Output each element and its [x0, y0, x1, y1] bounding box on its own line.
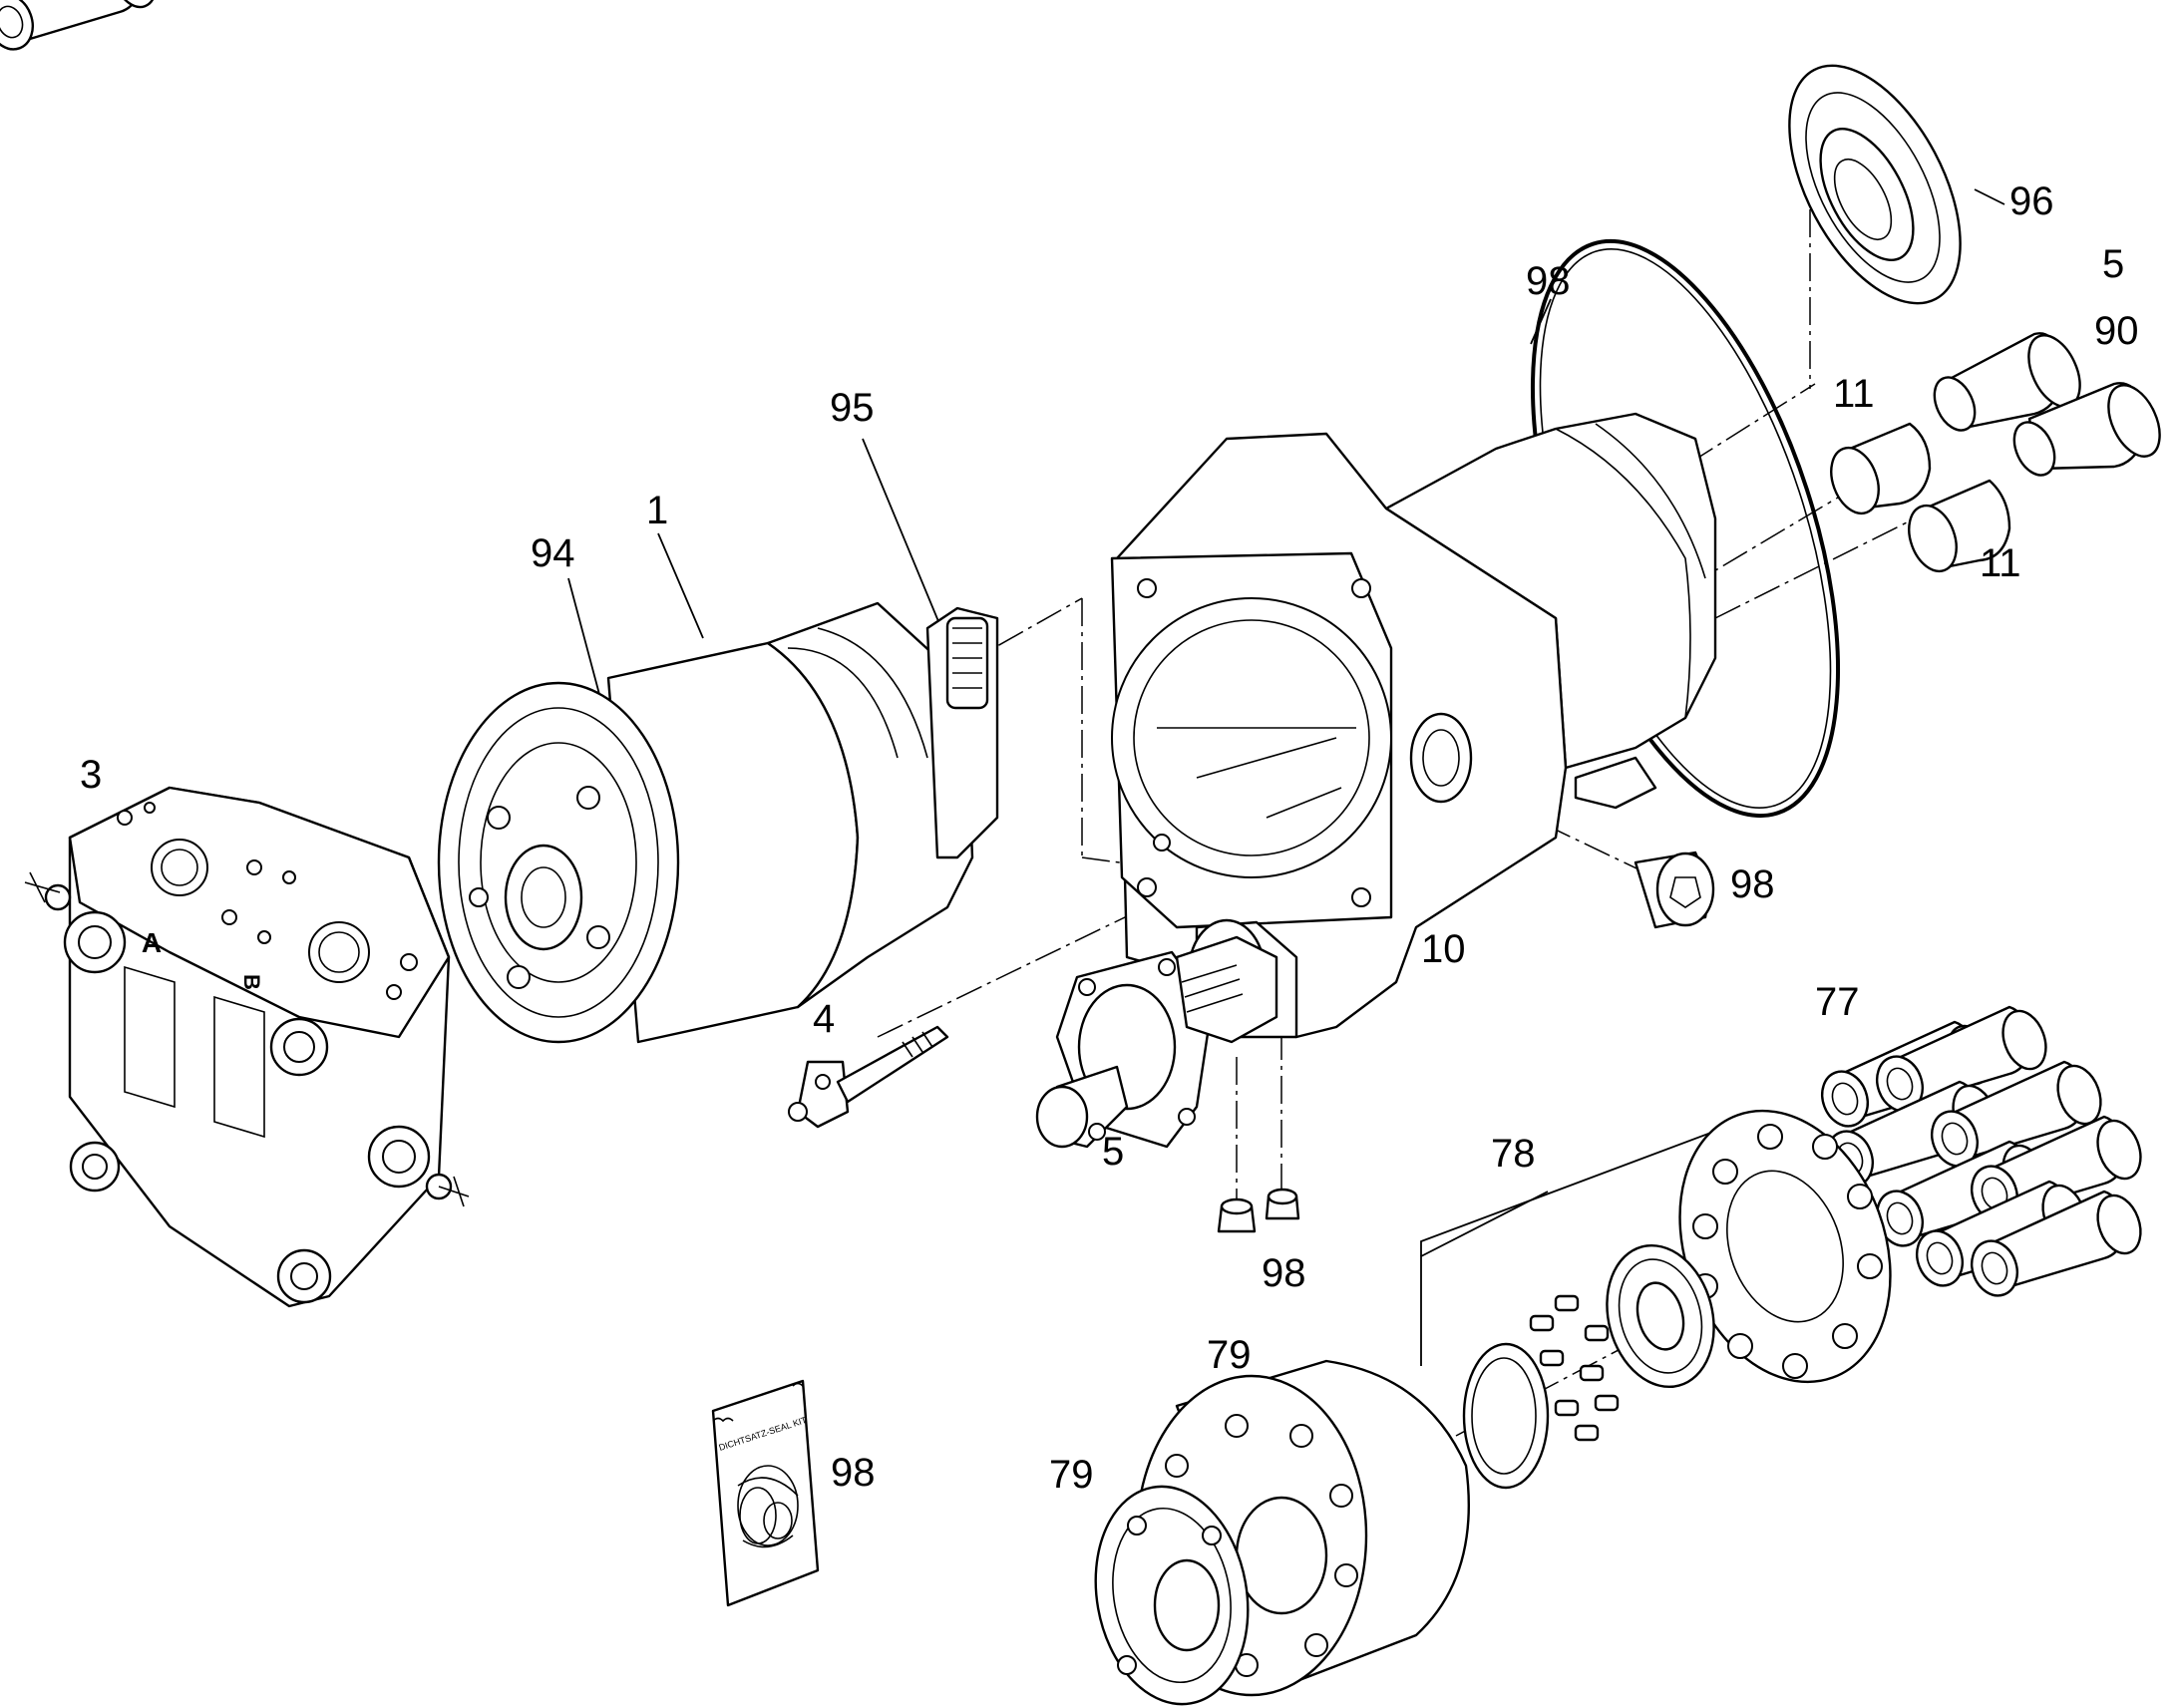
housing-part-10: [1110, 412, 1717, 1039]
callout-11-bottom: 11: [1980, 541, 2021, 585]
callout-1: 1: [646, 489, 668, 532]
callout-98-oring: 98: [1526, 259, 1571, 303]
callout-98-screws: 98: [1262, 1251, 1306, 1295]
rotary-group-part-94: [437, 601, 999, 1044]
plug-part-98: [1634, 851, 1715, 929]
callout-77: 77: [1815, 980, 1860, 1024]
callout-96: 96: [2009, 179, 2054, 223]
port-plate-part-3: A B: [24, 786, 470, 1308]
callout-labels: 96 5 98 90 11 11 95 1 94 3 98 10 77 4 5 …: [80, 179, 2139, 1497]
callout-90: 90: [2094, 309, 2139, 353]
adjustment-piston-part-5: [1035, 935, 1278, 1149]
pin-part-4: [788, 1025, 949, 1129]
port-a-letter: A: [142, 927, 162, 958]
ring-part-78: [1462, 1342, 1550, 1490]
callout-3: 3: [80, 753, 102, 797]
control-pistons-part-90: [1933, 332, 2161, 477]
callout-95: 95: [830, 386, 875, 430]
callout-98-kit: 98: [831, 1451, 876, 1495]
callout-79-upper: 79: [1207, 1333, 1252, 1377]
sleeves-part-11: [1830, 422, 2011, 573]
leader-lines: [567, 188, 2005, 1366]
retainer-plate-part-78: [1678, 1109, 1892, 1384]
callout-94: 94: [531, 531, 575, 575]
seal-kit-bag-part-98: DICHTSATZ-SEAL KIT: [711, 1379, 820, 1607]
pistons-part-77: [0, 0, 2150, 1304]
callout-4: 4: [813, 997, 835, 1041]
callout-98-plug: 98: [1730, 862, 1775, 906]
callout-10: 10: [1421, 927, 1466, 971]
shaft-seal-part-96: [1788, 64, 1962, 305]
callout-78: 78: [1491, 1132, 1536, 1176]
port-b-letter: B: [239, 974, 264, 990]
callout-5-top: 5: [2102, 242, 2124, 286]
callout-79-lower: 79: [1049, 1453, 1094, 1497]
screws-part-98: [1217, 1188, 1300, 1233]
callout-5-bottom: 5: [1102, 1130, 1124, 1174]
valve-plate-part-79: [1094, 1485, 1250, 1706]
callout-11-top: 11: [1833, 372, 1875, 416]
ball-guide-part-78: [1606, 1243, 1715, 1389]
